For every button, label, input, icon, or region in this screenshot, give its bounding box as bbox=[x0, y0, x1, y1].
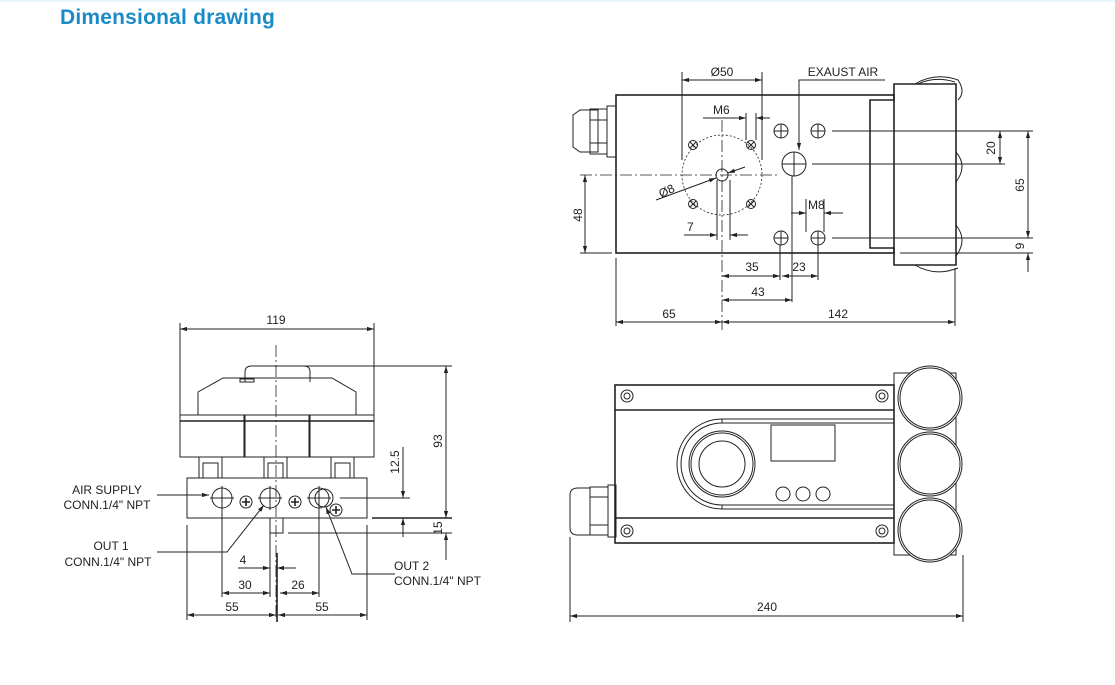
body-outline bbox=[615, 94, 895, 254]
top-rule bbox=[0, 0, 1115, 2]
stems bbox=[198, 456, 355, 479]
out1-conn-label: CONN.1/4" NPT bbox=[65, 555, 153, 569]
exhaust-air-label: EXAUST AIR bbox=[808, 65, 879, 79]
dim-142: 142 bbox=[828, 307, 848, 321]
air-supply-conn-label: CONN.1/4" NPT bbox=[64, 498, 152, 512]
dim-m6: M6 bbox=[713, 103, 730, 117]
gauge-block bbox=[869, 83, 957, 266]
cable-gland-top bbox=[572, 105, 617, 158]
dim-dia-8: Ø8 bbox=[656, 181, 677, 201]
indicator-dial bbox=[698, 440, 746, 488]
dim-30: 30 bbox=[238, 578, 252, 592]
ports bbox=[210, 486, 334, 510]
button-2 bbox=[795, 486, 811, 502]
center-hole bbox=[715, 168, 729, 182]
gauge-blocks bbox=[179, 414, 375, 458]
end-view: 119 bbox=[64, 313, 482, 622]
bolt-circle-50 bbox=[681, 134, 763, 216]
dim-9: 9 bbox=[1013, 242, 1027, 249]
indicator-dial-outer bbox=[688, 430, 756, 498]
mounting-holes-m8 bbox=[773, 123, 826, 246]
out2-label: OUT 2 bbox=[394, 559, 429, 573]
out2-conn-label: CONN.1/4" NPT bbox=[394, 574, 482, 588]
dim-93: 93 bbox=[431, 434, 445, 448]
dim-12-5: 12.5 bbox=[388, 450, 402, 474]
dim-55-right: 55 bbox=[315, 600, 329, 614]
cover-screws bbox=[620, 389, 889, 538]
dim-48: 48 bbox=[571, 208, 585, 222]
front-view: 240 bbox=[569, 365, 964, 622]
page-title: Dimensional drawing bbox=[60, 6, 275, 29]
window-frame bbox=[676, 418, 894, 510]
gauge-knobs-side bbox=[914, 76, 963, 273]
display bbox=[770, 424, 836, 462]
cable-gland-front bbox=[569, 484, 617, 538]
bolt-holes-m6 bbox=[688, 140, 756, 209]
dim-55-left: 55 bbox=[225, 600, 239, 614]
dim-26: 26 bbox=[291, 578, 305, 592]
button-3 bbox=[815, 486, 831, 502]
dim-4: 4 bbox=[240, 553, 247, 567]
dim-7: 7 bbox=[687, 220, 694, 234]
dim-23: 23 bbox=[792, 260, 806, 274]
button-1 bbox=[775, 486, 791, 502]
air-supply-label: AIR SUPPLY bbox=[72, 483, 142, 497]
dim-65-left: 65 bbox=[662, 307, 676, 321]
dim-35: 35 bbox=[745, 260, 759, 274]
dim-15: 15 bbox=[431, 521, 445, 535]
plug-screws bbox=[239, 495, 343, 517]
pressure-gauges bbox=[897, 365, 963, 563]
out1-label: OUT 1 bbox=[93, 539, 128, 553]
dim-dia-50: Ø50 bbox=[711, 65, 734, 79]
dim-43: 43 bbox=[751, 285, 765, 299]
upper-housing bbox=[197, 377, 357, 415]
dim-119: 119 bbox=[266, 313, 285, 327]
dim-240: 240 bbox=[757, 600, 777, 614]
top-dome bbox=[244, 365, 311, 382]
dim-m8: M8 bbox=[808, 198, 825, 212]
top-view: Ø50 EXAUST AIR M6 Ø8 7 48 35 23 43 M8 bbox=[571, 65, 1033, 330]
dim-65-right: 65 bbox=[1013, 178, 1027, 192]
dim-20: 20 bbox=[984, 141, 998, 155]
